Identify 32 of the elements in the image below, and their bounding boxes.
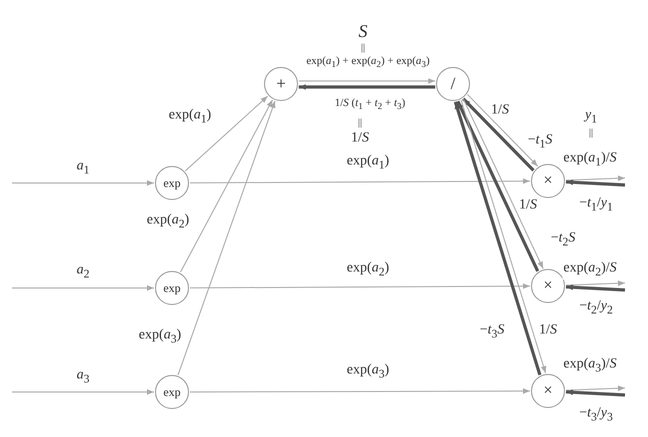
operator-node: +	[264, 67, 298, 101]
arrow	[180, 99, 274, 273]
arrow	[178, 100, 276, 376]
arrow	[566, 390, 626, 397]
arrow	[298, 84, 436, 90]
arrow	[565, 280, 626, 286]
edge-label: 1/S (t$_{1}$ + t$_{2}$ + t$_{3}$)	[334, 96, 406, 112]
operator-node: ×	[531, 374, 565, 408]
operator-node: exp	[155, 375, 189, 409]
math-label: ||	[588, 128, 594, 138]
arrow	[190, 388, 530, 394]
operator-node: exp	[155, 166, 189, 200]
arrow	[565, 175, 626, 182]
arrow	[12, 285, 154, 291]
arrow	[12, 180, 154, 186]
arrow	[190, 283, 530, 289]
math-label: ||	[357, 118, 363, 128]
edge-label: exp(a$_{1}$) + exp(a$_{2}$) + exp(a$_{3}$)	[305, 54, 431, 70]
arrow	[298, 78, 436, 84]
arrow	[566, 180, 626, 187]
arrow	[12, 389, 154, 395]
arrow	[566, 284, 626, 292]
operator-node: exp	[155, 271, 189, 305]
arrow	[184, 96, 268, 172]
operator-node: ×	[531, 269, 565, 303]
operator-node: /	[436, 67, 470, 101]
edge-label: exp(a$_{2}$)/S	[562, 260, 618, 280]
arrow	[565, 385, 626, 392]
edge-label: 1/S	[490, 102, 510, 118]
arrow	[190, 178, 530, 184]
operator-node: ×	[531, 164, 565, 198]
math-label: ||	[360, 42, 366, 54]
